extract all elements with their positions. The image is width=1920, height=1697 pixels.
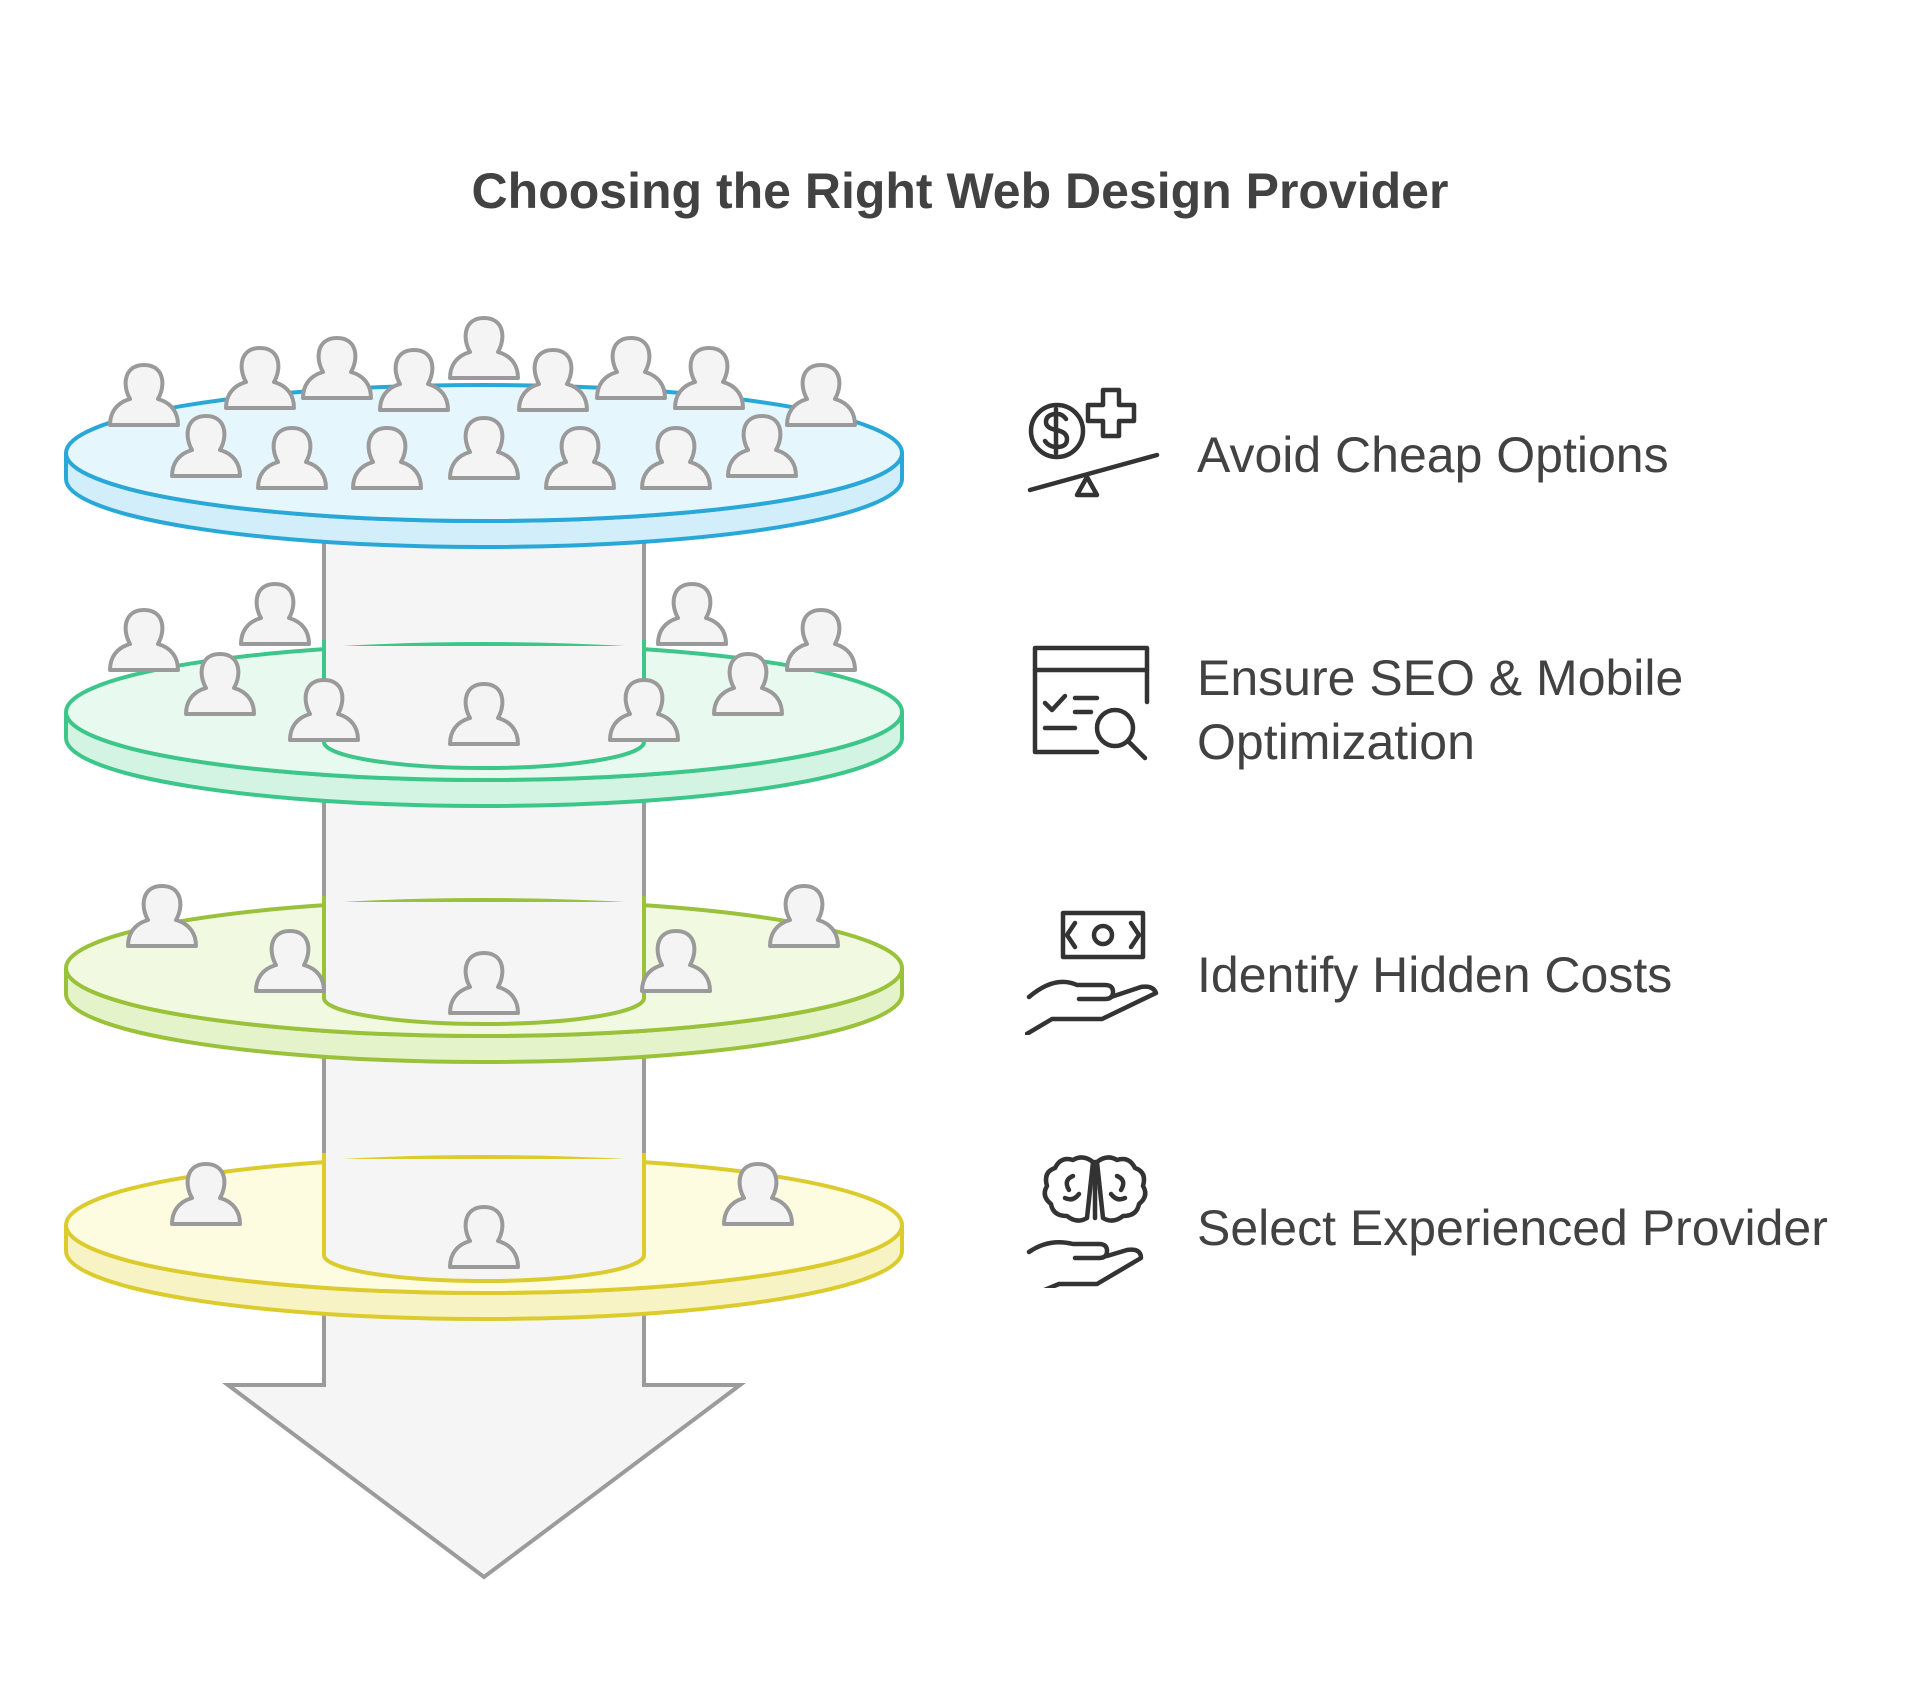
step-label: Select Experienced Provider <box>1197 1200 1828 1256</box>
person-icon <box>785 608 857 672</box>
person-icon <box>170 414 242 478</box>
person-icon <box>726 414 798 478</box>
person-icon <box>640 426 712 490</box>
step-avoid-cheap-options: Avoid Cheap Options <box>1025 375 1905 535</box>
person-icon <box>256 426 328 490</box>
step-ensure-seo-mobile: Ensure SEO & Mobile Optimization <box>1025 630 1905 790</box>
person-icon <box>288 678 360 742</box>
step-select-experienced-provider: Select Experienced Provider <box>1025 1148 1905 1308</box>
person-icon <box>448 682 520 746</box>
person-icon <box>712 652 784 716</box>
person-icon <box>351 426 423 490</box>
person-icon <box>254 929 326 993</box>
person-icon <box>378 348 450 412</box>
person-icon <box>301 336 373 400</box>
person-icon <box>722 1162 794 1226</box>
person-icon <box>517 348 589 412</box>
step-label: Avoid Cheap Options <box>1197 427 1669 483</box>
person-icon <box>640 929 712 993</box>
level-1-ring <box>64 316 904 549</box>
person-icon <box>656 582 728 646</box>
person-icon <box>595 336 667 400</box>
person-icon <box>448 1205 520 1269</box>
person-icon <box>224 346 296 410</box>
person-icon <box>768 884 840 948</box>
person-icon <box>126 884 198 948</box>
hand-banknote-icon <box>1025 910 1159 1035</box>
level-4-ring <box>64 1153 904 1321</box>
level-2-ring <box>64 582 904 808</box>
person-icon <box>673 346 745 410</box>
step-label: Ensure SEO & Mobile Optimization <box>1197 650 1684 770</box>
person-icon <box>170 1162 242 1226</box>
hand-brain-icon <box>1026 1155 1148 1288</box>
person-icon <box>608 678 680 742</box>
person-icon <box>108 608 180 672</box>
step-label: Identify Hidden Costs <box>1197 947 1673 1003</box>
step-identify-hidden-costs: Identify Hidden Costs <box>1025 895 1905 1055</box>
browser-checklist-search-icon <box>1032 645 1150 761</box>
person-icon <box>448 416 520 480</box>
person-icon <box>785 363 857 427</box>
level-3-ring <box>64 884 904 1064</box>
balance-scale-dollar-plus-icon <box>1027 387 1160 498</box>
person-icon <box>239 582 311 646</box>
person-icon <box>108 363 180 427</box>
diagram-title: Choosing the Right Web Design Provider <box>471 162 1449 219</box>
person-icon <box>184 652 256 716</box>
person-icon <box>448 316 520 380</box>
person-icon <box>544 426 616 490</box>
person-icon <box>448 951 520 1015</box>
